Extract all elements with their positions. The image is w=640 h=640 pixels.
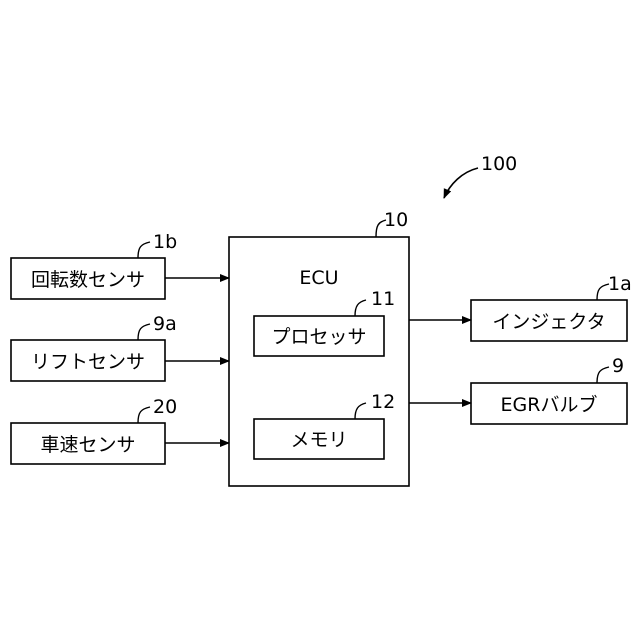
input-label: リフトセンサ [31,351,145,373]
output-ref: 1a [608,273,632,295]
output-label: EGRバルブ [501,393,598,416]
input-label: 車速センサ [40,434,135,456]
input-ref-leader [138,407,150,423]
input-ref: 1b [153,231,177,253]
processor-ref: 11 [371,288,395,310]
figure-reference: 100 [444,153,517,198]
output-label: インジェクタ [492,311,605,333]
input-ref: 9a [153,313,177,335]
processor-label: プロセッサ [271,326,366,348]
input-ref-leader [138,324,150,340]
figure-reference-number: 100 [481,153,517,175]
output-ref-leader [597,367,609,383]
memory-label: メモリ [290,429,347,451]
input-speed-sensor: 車速センサ 20 [11,396,229,464]
input-ref-leader [138,242,150,258]
ecu-title: ECU [299,267,338,289]
input-rotation-sensor: 回転数センサ 1b [11,231,229,299]
figure-reference-leader [444,168,478,198]
output-injector: インジェクタ 1a [409,273,632,341]
output-egr-valve: EGRバルブ 9 [409,355,627,424]
ecu-ref: 10 [384,209,408,231]
input-ref: 20 [153,396,177,418]
input-lift-sensor: リフトセンサ 9a [11,313,229,381]
memory-ref: 12 [371,391,395,413]
output-ref: 9 [612,355,624,377]
input-label: 回転数センサ [31,269,145,291]
